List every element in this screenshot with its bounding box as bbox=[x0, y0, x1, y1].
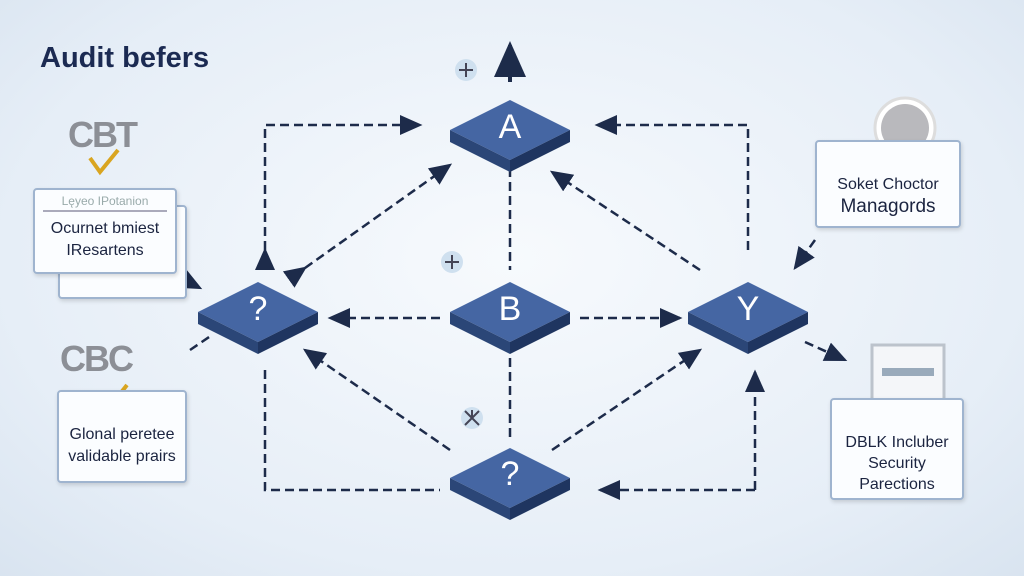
box-line: Glonal peretee bbox=[69, 426, 175, 443]
right-box-2: DBLK Incluber Security Parections bbox=[830, 398, 964, 500]
edge-y-to-a bbox=[594, 115, 750, 250]
edge-bottom-y-diag bbox=[551, 348, 703, 452]
cbt-label: CBT bbox=[68, 114, 138, 155]
edge-left-bottom bbox=[263, 370, 440, 492]
left-box-1: Lęyeo IPotanion Ocurnet bmiest IResarten… bbox=[33, 188, 177, 274]
plus-icon bbox=[455, 59, 477, 81]
box-line: validable prairs bbox=[68, 448, 176, 465]
plus-icon bbox=[441, 251, 463, 273]
box-line: Soket Choctor bbox=[837, 176, 939, 193]
box-line: Managords bbox=[840, 196, 936, 217]
node-y[interactable]: Y bbox=[736, 290, 760, 328]
node-left[interactable]: ? bbox=[248, 290, 268, 328]
node-b[interactable]: B bbox=[498, 290, 522, 328]
node-a[interactable]: A bbox=[498, 108, 522, 146]
edge-left-to-a bbox=[255, 115, 423, 270]
edge-a-left-diag bbox=[282, 163, 453, 288]
box-line: Parections bbox=[859, 476, 935, 493]
diagram-title: Audit befers bbox=[40, 42, 210, 74]
box-line: Ocurnet bmiest bbox=[50, 220, 160, 237]
edge-rbox1-y bbox=[793, 239, 817, 271]
right-box-1: Soket Choctor Managords bbox=[815, 140, 961, 228]
box-header: Lęyeo IPotanion bbox=[43, 190, 167, 212]
box-line: Security bbox=[868, 455, 926, 472]
edge-y-a-diag bbox=[549, 170, 701, 272]
asterisk-icon bbox=[461, 407, 483, 429]
check-icon bbox=[88, 148, 120, 176]
edge-box2-left bbox=[189, 333, 213, 352]
left-box-2: Glonal peretee validable prairs bbox=[57, 390, 187, 483]
node-bottom[interactable]: ? bbox=[500, 455, 520, 493]
cbc-label: CBC bbox=[60, 338, 134, 379]
box-line: DBLK Incluber bbox=[845, 434, 949, 451]
edge-y-rbox2 bbox=[804, 340, 848, 362]
edge-bottom-left-diag bbox=[302, 348, 451, 452]
box-line: IResartens bbox=[66, 242, 144, 259]
